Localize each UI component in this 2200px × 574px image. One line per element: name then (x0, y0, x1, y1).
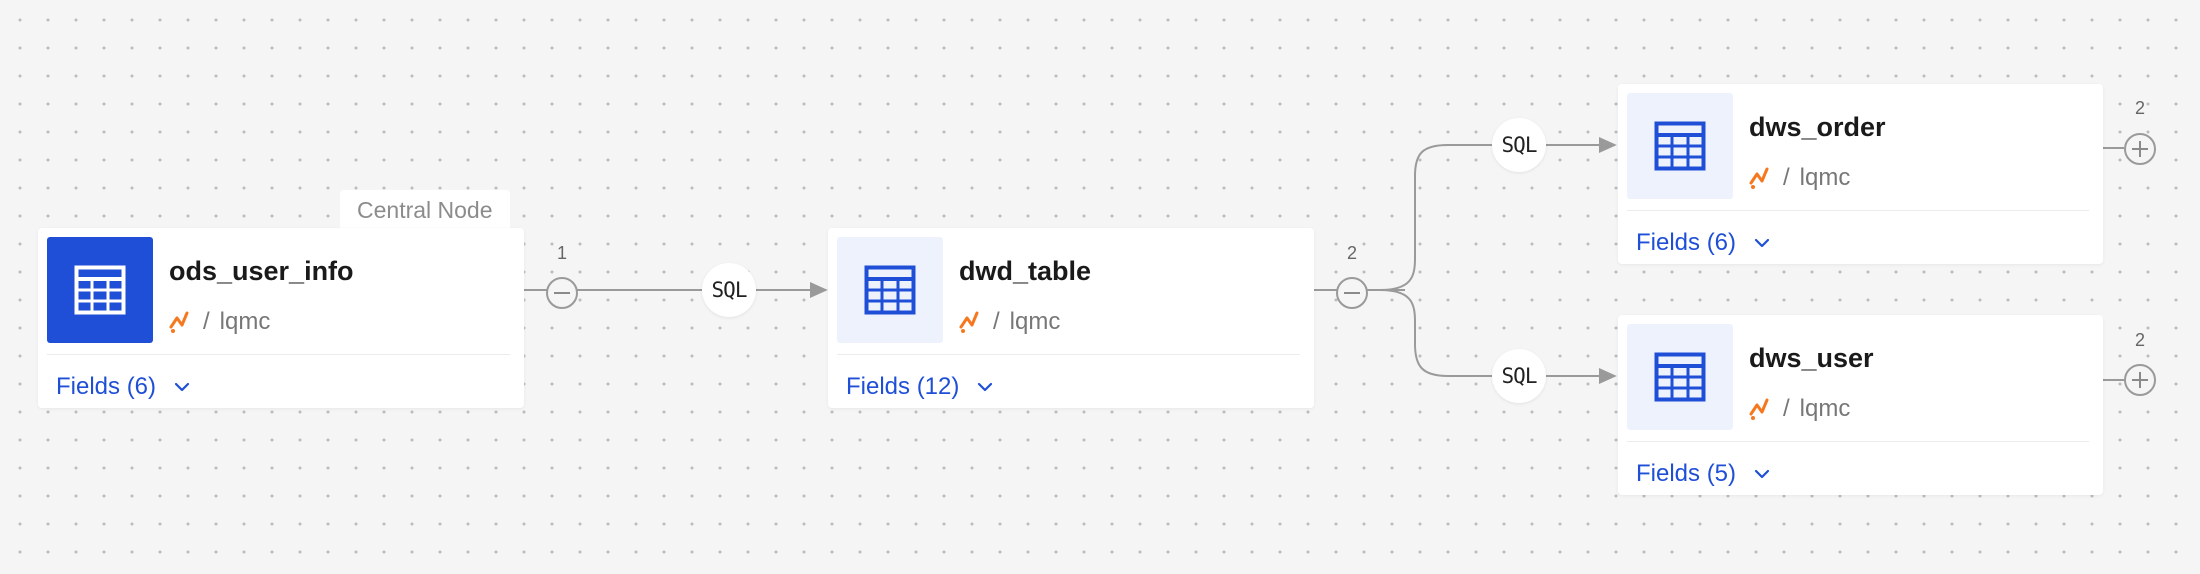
node-meta: / lqmc (1749, 164, 1850, 192)
table-grid-icon (1654, 352, 1706, 402)
fields-label: Fields (5) (1636, 460, 1737, 487)
node-divider (47, 354, 510, 355)
table-icon-box (837, 237, 943, 343)
edge-count-ods: 1 (556, 243, 567, 263)
edge-count-dwd: 2 (1346, 243, 1357, 263)
edge-count-dws-user: 2 (2134, 330, 2145, 350)
edge-count-dws-order: 2 (2134, 98, 2145, 118)
node-meta: / lqmc (169, 308, 270, 336)
table-grid-icon (864, 265, 916, 315)
table-icon-box (47, 237, 153, 343)
chevron-down-icon (174, 382, 190, 392)
node-title: ods_user_info (169, 256, 354, 286)
node-owner: lqmc (1799, 164, 1851, 191)
node-meta: / lqmc (1749, 395, 1850, 423)
sql-badge-dwd-to-order[interactable]: SQL (1492, 118, 1546, 172)
table-icon-box (1627, 93, 1733, 199)
meta-separator: / (1783, 164, 1790, 191)
plus-icon (2132, 372, 2148, 388)
node-meta: / lqmc (959, 308, 1060, 336)
table-grid-icon (1654, 121, 1706, 171)
fields-label: Fields (12) (846, 373, 960, 400)
node-divider (837, 354, 1300, 355)
expand-toggle-dws-user[interactable] (2124, 364, 2156, 396)
chevron-down-icon (1754, 238, 1770, 248)
node-divider (1627, 441, 2089, 442)
node-owner: lqmc (1799, 395, 1851, 422)
expand-toggle-dws-order[interactable] (2124, 133, 2156, 165)
fields-toggle[interactable]: Fields (12) (846, 373, 993, 401)
table-grid-icon (74, 265, 126, 315)
meta-separator: / (993, 308, 1000, 335)
lineage-orange-icon (1749, 167, 1769, 189)
node-title: dws_order (1749, 112, 1886, 142)
plus-icon (2132, 141, 2148, 157)
collapse-toggle-ods[interactable] (546, 277, 578, 309)
edge-dwd-to-dws-user (1379, 289, 1617, 385)
node-title: dwd_table (959, 256, 1092, 286)
node-dwd-table[interactable]: dwd_table / lqmc Fields (12) (828, 228, 1314, 408)
lineage-orange-icon (169, 311, 189, 333)
node-dws-user[interactable]: dws_user / lqmc Fields (5) (1618, 315, 2103, 495)
node-owner: lqmc (1009, 308, 1061, 335)
meta-separator: / (1783, 395, 1790, 422)
minus-icon (554, 292, 570, 294)
fields-toggle[interactable]: Fields (6) (1636, 229, 1770, 257)
table-icon-box (1627, 324, 1733, 430)
sql-badge-dwd-to-user[interactable]: SQL (1492, 349, 1546, 403)
node-title: dws_user (1749, 343, 1874, 373)
node-ods-user-info[interactable]: ods_user_info / lqmc Fields (6) (38, 228, 524, 408)
fields-label: Fields (6) (56, 373, 157, 400)
minus-icon (1344, 292, 1360, 294)
fields-toggle[interactable]: Fields (6) (56, 373, 190, 401)
collapse-toggle-dwd[interactable] (1336, 277, 1368, 309)
lineage-orange-icon (959, 311, 979, 333)
meta-separator: / (203, 308, 210, 335)
fields-label: Fields (6) (1636, 229, 1737, 256)
central-node-tag: Central Node (340, 190, 510, 228)
node-dws-order[interactable]: dws_order / lqmc Fields (6) (1618, 84, 2103, 264)
sql-badge-ods-to-dwd[interactable]: SQL (702, 263, 756, 317)
edge-dwd-to-dws-order (1379, 136, 1617, 291)
fields-toggle[interactable]: Fields (5) (1636, 460, 1770, 488)
chevron-down-icon (978, 382, 993, 392)
lineage-orange-icon (1749, 398, 1769, 420)
chevron-down-icon (1754, 469, 1770, 479)
node-divider (1627, 210, 2089, 211)
node-owner: lqmc (219, 308, 271, 335)
